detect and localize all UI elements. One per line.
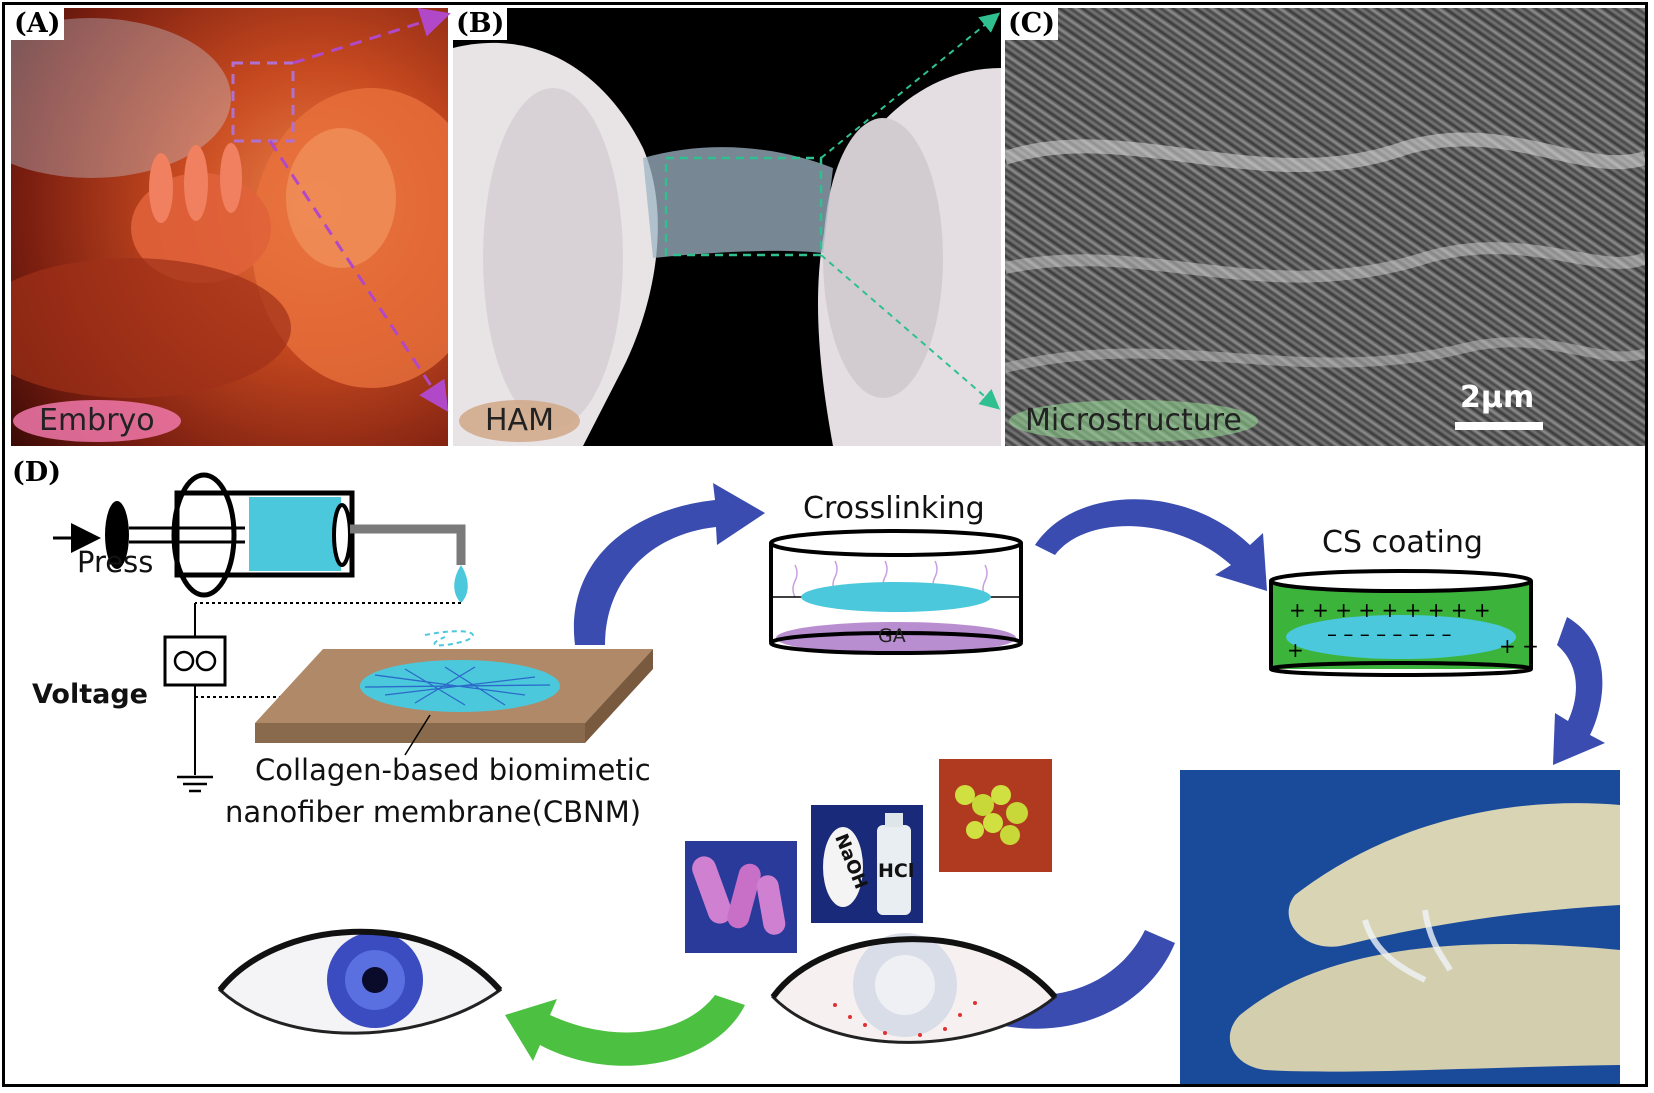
panel-b-label: (B) (453, 8, 508, 40)
panel-d-schematic: + + + + + + + + + + + + – – – – – – – – (53, 472, 1620, 1084)
fungus-image (939, 759, 1052, 872)
gloved-hands-illustration (453, 42, 1001, 446)
panel-c-label: (C) (1005, 8, 1059, 40)
infected-eye-icon (770, 933, 1058, 1044)
cs-coating-dish: + + + + + + + + + + + + – – – – – – – – (1269, 569, 1539, 677)
svg-text:– – – – – – – –: – – – – – – – – (1327, 622, 1452, 646)
membrane-label-line2: nanofiber membrane(CBNM) (225, 795, 642, 829)
embryo-caption: Embryo (13, 400, 181, 442)
cbnm-stretch-photo (1180, 770, 1620, 1084)
voltage-label: Voltage (32, 679, 148, 710)
hcl-label: HCl (878, 860, 915, 882)
collector-plate (255, 649, 653, 756)
microstructure-caption: Microstructure (1009, 400, 1258, 442)
panel-b-ham-photo: (B) HAM (453, 8, 1001, 446)
panel-c-sem-image: (C) Microstructure 2μm (1005, 8, 1645, 446)
ham-caption: HAM (459, 400, 580, 442)
panel-d-label: (D) (9, 457, 64, 489)
press-label: Press (77, 545, 154, 579)
voltage-source-icon (163, 602, 461, 793)
healthy-eye-icon (217, 928, 503, 1035)
panel-a-label: (A) (11, 8, 64, 40)
crosslinking-dish (769, 529, 1023, 655)
reagent-bottles (811, 805, 923, 923)
svg-text:+ +: + + (1499, 634, 1539, 658)
svg-text:+: + (1287, 638, 1304, 662)
panel-a-embryo-photo: (A) Embryo (11, 8, 448, 446)
zoom-connectors (268, 7, 1001, 413)
ga-label: GA (878, 625, 906, 647)
membrane-label-line1: Collagen-based biomimetic (255, 753, 651, 787)
svg-text:+ + + + + + + + +: + + + + + + + + + (1289, 598, 1491, 622)
nanofiber-texture (1005, 8, 1645, 446)
cs-coating-label: CS coating (1322, 525, 1483, 560)
bacteria-image (685, 841, 797, 953)
crosslinking-label: Crosslinking (803, 491, 985, 526)
scale-bar-label: 2μm (1460, 380, 1535, 415)
syringe-icon (53, 472, 480, 666)
embryo-illustration (11, 18, 448, 398)
